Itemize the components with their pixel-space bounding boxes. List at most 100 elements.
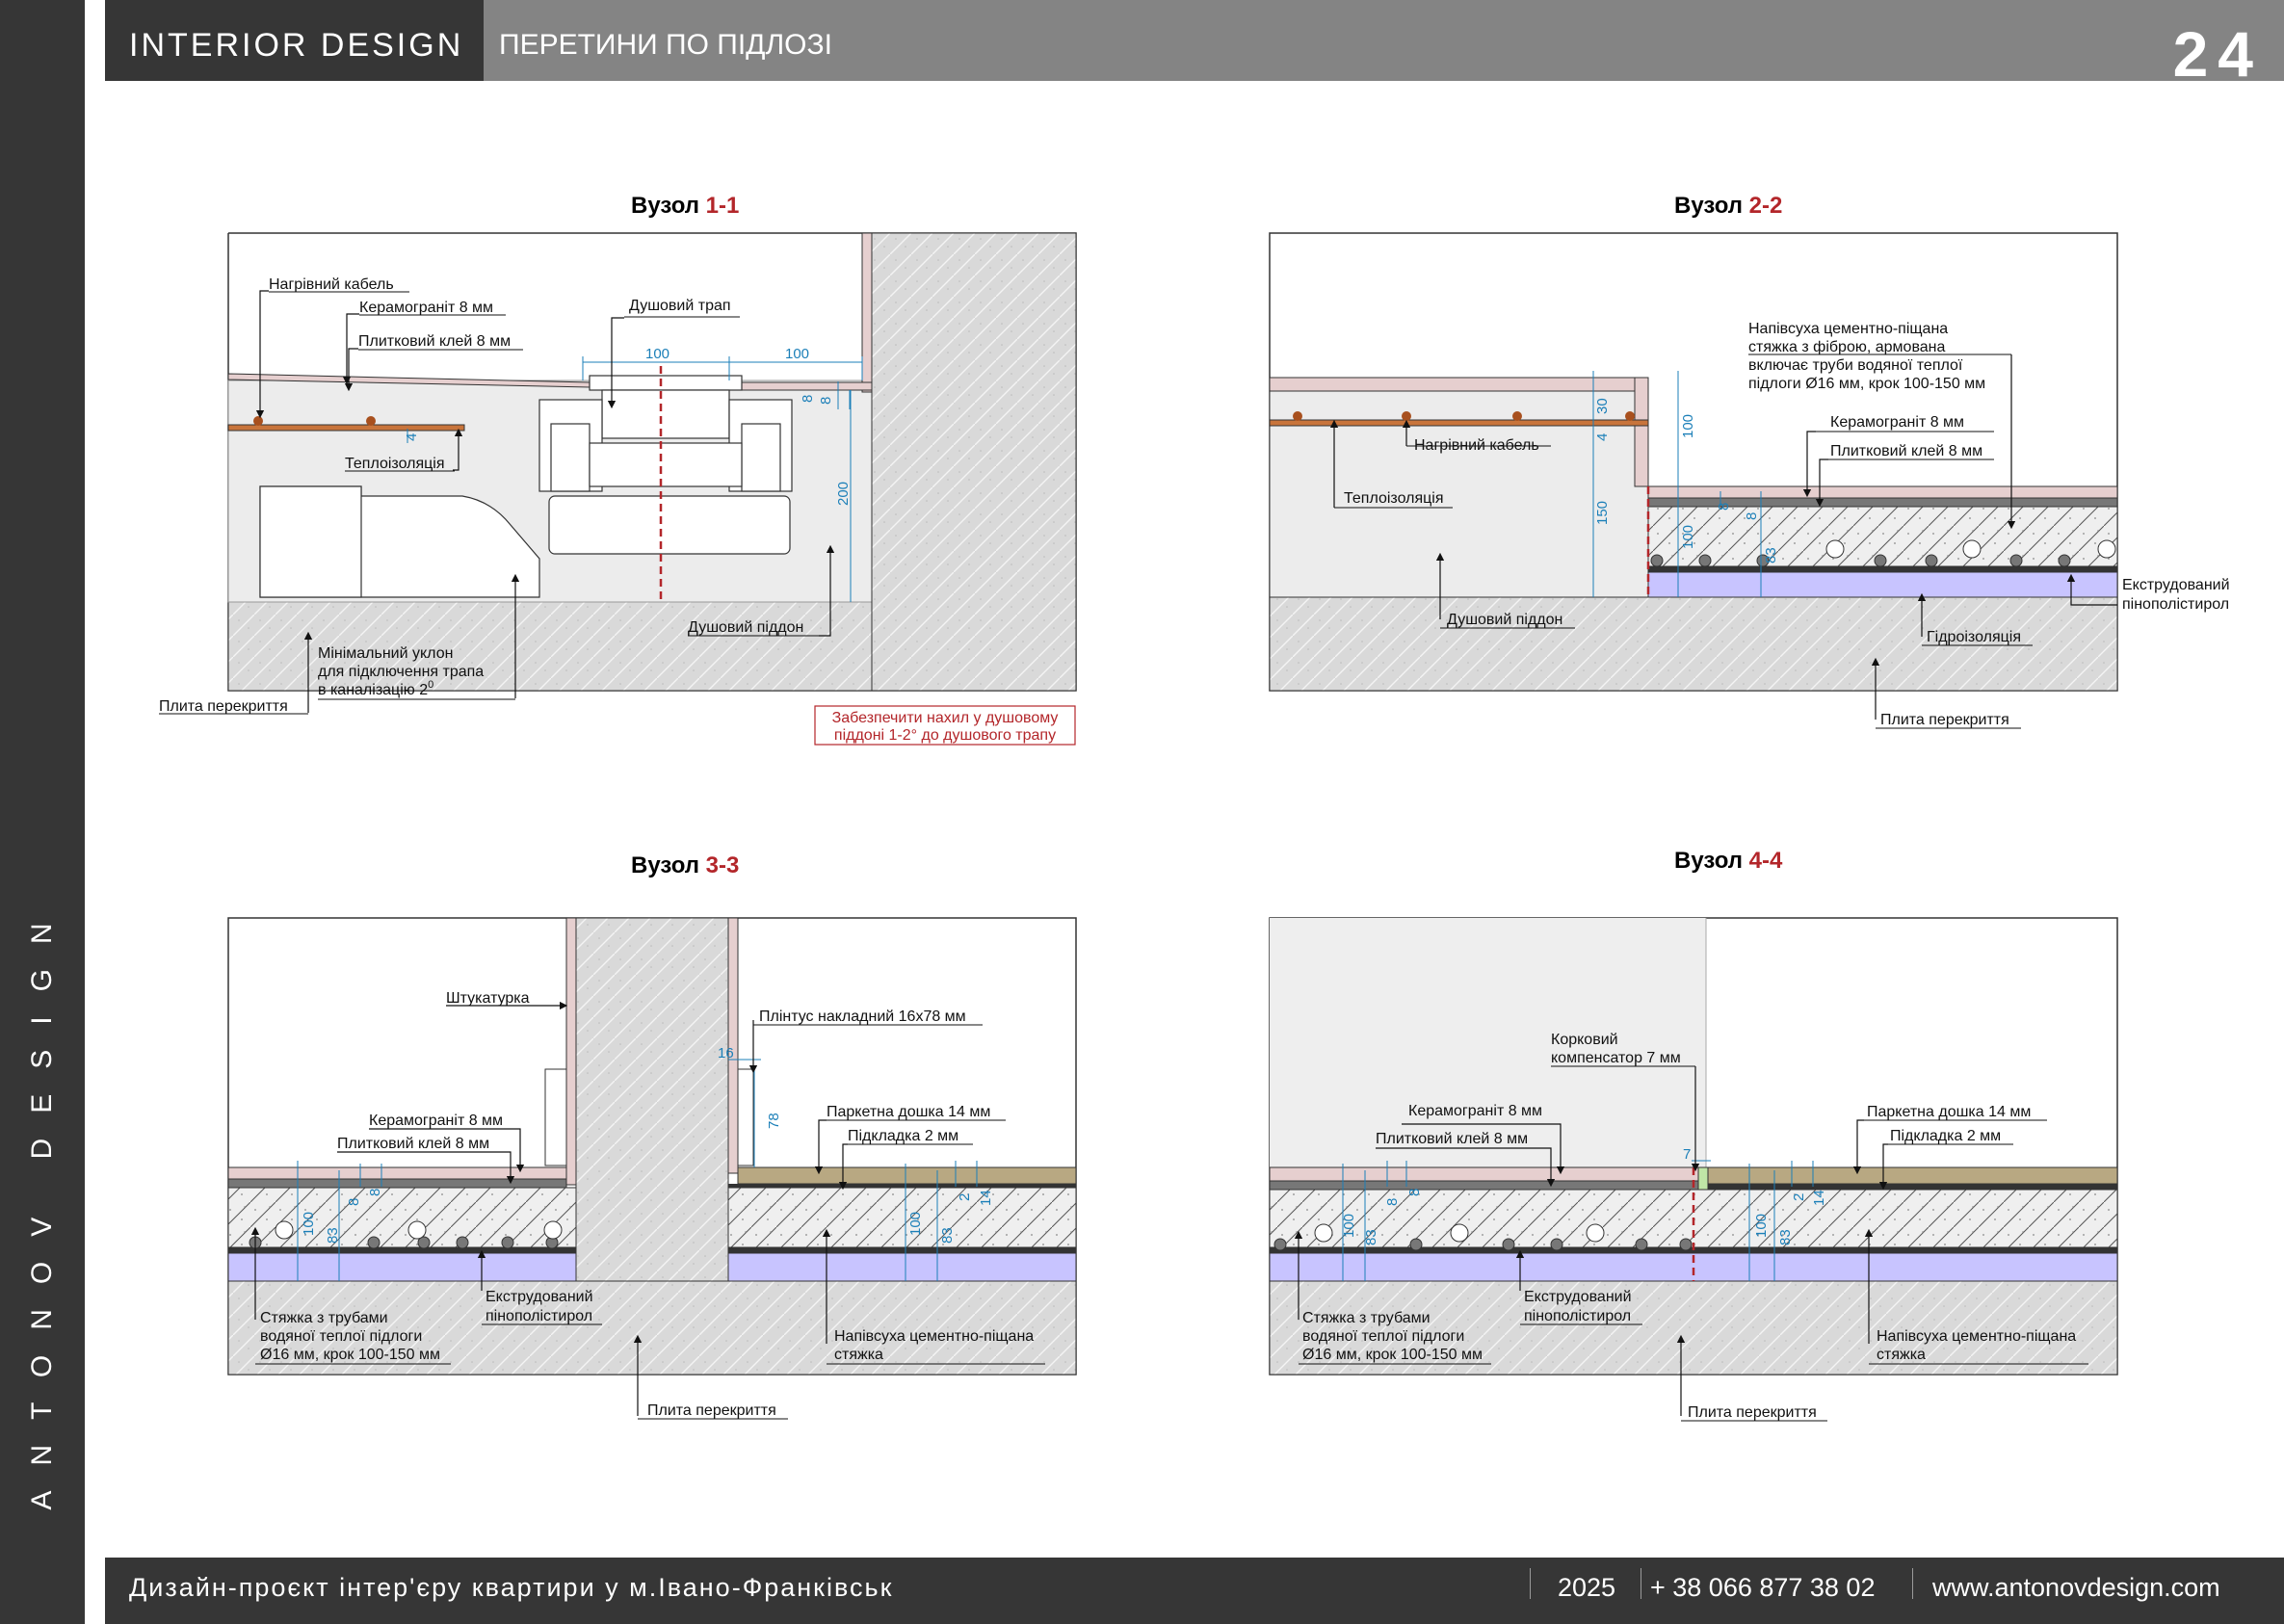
dim: 8 bbox=[367, 1189, 383, 1196]
label-semidry: Напівсуха цементно-піщана bbox=[1877, 1328, 2076, 1345]
label-tile-glue: Плитковий клей 8 мм bbox=[1830, 443, 1982, 459]
label-tile-glue: Плитковий клей 8 мм bbox=[358, 333, 511, 350]
label-plaster: Штукатурка bbox=[446, 990, 530, 1007]
porcelain-layer bbox=[1647, 485, 2118, 499]
label-screed-pipes: Ø16 мм, крок 100-150 мм bbox=[1302, 1347, 1483, 1363]
footer-website: www.antonovdesign.com bbox=[1932, 1573, 2220, 1602]
xps-layer bbox=[227, 1252, 577, 1282]
label-waterproof: Гідроізоляція bbox=[1927, 629, 2021, 645]
parquet-layer bbox=[737, 1166, 1077, 1185]
label-shower-base: Душовий піддон bbox=[688, 619, 803, 636]
plaster-right bbox=[727, 917, 739, 1174]
dim: 14 bbox=[1811, 1190, 1827, 1206]
dim: 8 bbox=[1406, 1189, 1423, 1196]
wall-plate bbox=[544, 1068, 567, 1166]
label-xps: Екструдований bbox=[1524, 1289, 1632, 1305]
dim: 8 bbox=[1744, 512, 1760, 520]
porcelain-layer bbox=[1269, 377, 1649, 392]
heating-cable bbox=[227, 424, 465, 432]
dim-100: 100 bbox=[645, 346, 669, 362]
dim-8: 8 bbox=[800, 395, 816, 403]
slope-note: піддоні 1-2° до душового трапу bbox=[834, 727, 1056, 744]
callouts: Нагрівний кабель Керамограніт 8 мм Плитк… bbox=[159, 276, 819, 715]
label-screed: підлоги Ø16 мм, крок 100-150 мм bbox=[1748, 376, 1985, 392]
label-slab: Плита перекриття bbox=[159, 698, 288, 715]
label-screed: стяжка з фіброю, армована bbox=[1748, 339, 1945, 355]
dim: 8 bbox=[1716, 503, 1732, 511]
porcelain-upturn bbox=[1634, 377, 1649, 487]
dim-4: 4 bbox=[404, 433, 420, 441]
detail-2-2: Вузол 2-2 30 4 100 150 8 8 100 bbox=[1269, 193, 2230, 729]
heating-cable bbox=[1269, 419, 1649, 427]
label-semidry: Напівсуха цементно-піщана bbox=[834, 1328, 1034, 1345]
slope-note-box bbox=[814, 705, 1076, 746]
label-porcelain: Керамограніт 8 мм bbox=[1830, 414, 1964, 431]
tile-glue-layer bbox=[227, 1178, 567, 1189]
label-xps: пінополістирол bbox=[486, 1308, 592, 1324]
label-xps: пінополістирол bbox=[2122, 596, 2229, 613]
header-title-block bbox=[105, 0, 484, 81]
dim: 78 bbox=[766, 1113, 782, 1129]
footer-year: 2025 bbox=[1558, 1573, 1616, 1602]
footer-phone: + 38 066 877 38 02 bbox=[1650, 1573, 1876, 1602]
slope-note: Забезпечити нахил у душовому bbox=[832, 710, 1059, 726]
dim: 150 bbox=[1594, 501, 1611, 525]
dim: 2 bbox=[1791, 1193, 1807, 1201]
wall bbox=[871, 232, 1077, 692]
footer-bar bbox=[105, 1558, 2284, 1624]
dim: 8 bbox=[1384, 1198, 1401, 1206]
screed-layer bbox=[227, 1187, 577, 1248]
label-insulation: Теплоізоляція bbox=[345, 456, 445, 472]
label-tile-glue: Плитковий клей 8 мм bbox=[337, 1136, 489, 1152]
detail-title: Вузол 4-4 bbox=[1674, 848, 1783, 874]
dim: 100 bbox=[1753, 1214, 1770, 1238]
label-screed: Напівсуха цементно-піщана bbox=[1748, 321, 1948, 337]
dim: 100 bbox=[301, 1212, 317, 1236]
label-tile-glue: Плитковий клей 8 мм bbox=[1376, 1131, 1528, 1147]
drain-body bbox=[259, 375, 793, 598]
sidebar bbox=[0, 0, 85, 1624]
label-semidry: стяжка bbox=[834, 1347, 883, 1363]
dimension-lines bbox=[407, 356, 863, 602]
label-heating-cable: Нагрівний кабель bbox=[269, 276, 394, 293]
footer-divider bbox=[1912, 1568, 1913, 1599]
footer-project: Дизайн-проєкт інтер'єру квартири у м.Іва… bbox=[129, 1573, 894, 1602]
label-slab: Плита перекриття bbox=[1688, 1404, 1817, 1421]
header-subtitle-block bbox=[484, 0, 2284, 81]
xps-layer bbox=[727, 1252, 1077, 1282]
underlay-layer bbox=[728, 1184, 1076, 1188]
skirting bbox=[737, 1068, 754, 1166]
dim: 83 bbox=[1777, 1229, 1794, 1245]
cork-compensator bbox=[1697, 1166, 1709, 1191]
footer-divider bbox=[1530, 1568, 1531, 1599]
label-slope: в каналізацію 20 bbox=[318, 679, 433, 698]
detail-4-4: Вузол 4-4 7 100 bbox=[1269, 848, 2118, 1422]
wall-tile bbox=[861, 232, 873, 393]
label-parquet: Паркетна дошка 14 мм bbox=[1867, 1104, 2031, 1120]
label-slab: Плита перекриття bbox=[1880, 712, 2009, 728]
dim: 16 bbox=[718, 1045, 734, 1061]
label-screed: включає труби водяної теплої bbox=[1748, 357, 1963, 374]
dim: 83 bbox=[1763, 547, 1779, 563]
detail-3-3: Вузол 3-3 bbox=[227, 852, 1077, 1420]
cable-dot bbox=[253, 416, 263, 426]
shower-tray bbox=[1269, 377, 1649, 598]
porcelain-layer bbox=[741, 381, 873, 391]
cable-dot bbox=[366, 416, 376, 426]
label-porcelain: Керамограніт 8 мм bbox=[1408, 1103, 1542, 1119]
porcelain-layer bbox=[1269, 1166, 1699, 1182]
floor-slab bbox=[1269, 1280, 2118, 1375]
wall bbox=[575, 917, 729, 1282]
underlay-layer bbox=[1708, 1184, 2117, 1190]
xps-layer bbox=[1647, 571, 2118, 598]
dim: 14 bbox=[978, 1190, 994, 1206]
label-xps: Екструдований bbox=[2122, 577, 2230, 593]
label-underlay: Підкладка 2 мм bbox=[848, 1128, 958, 1144]
label-screed-pipes: Стяжка з трубами bbox=[260, 1310, 388, 1326]
label-screed-pipes: Стяжка з трубами bbox=[1302, 1310, 1431, 1326]
dim: 8 bbox=[346, 1198, 362, 1206]
header-subtitle: ПЕРЕТИНИ ПО ПІДЛОЗІ bbox=[499, 29, 832, 61]
parquet-layer bbox=[1707, 1166, 2118, 1185]
label-shower-base: Душовий піддон bbox=[1447, 612, 1562, 628]
